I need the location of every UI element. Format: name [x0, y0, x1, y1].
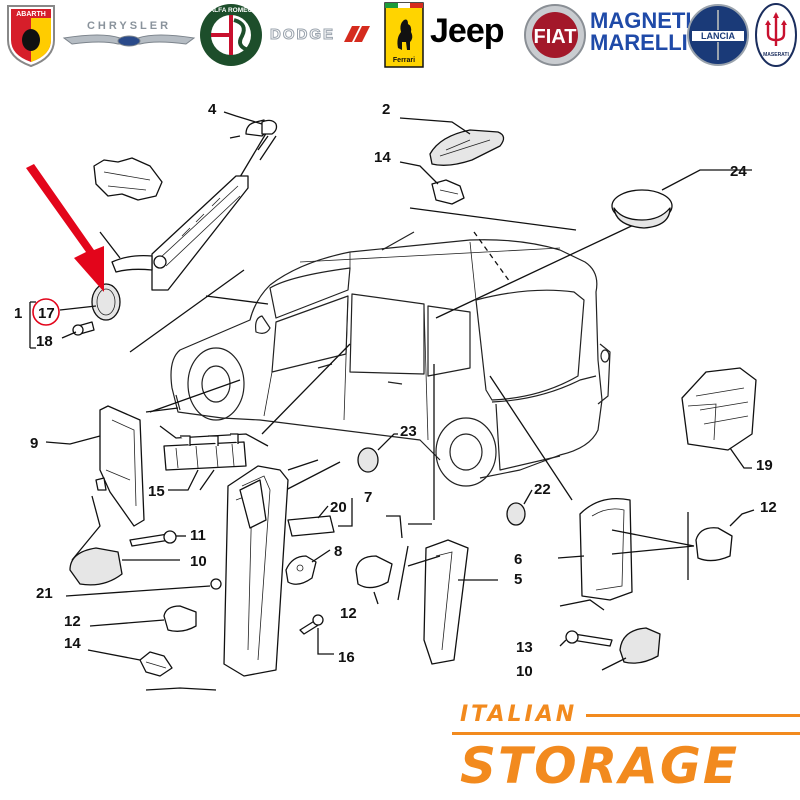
- part-13-screw-right: [559, 630, 613, 647]
- callout-5: 5: [514, 571, 522, 588]
- store-rule-top: [586, 714, 800, 717]
- callout-8: 8: [334, 543, 342, 560]
- part-24-round-plug: [611, 169, 752, 229]
- fiat-badge-icon: FIAT: [524, 4, 586, 66]
- maserati-trident-icon: MASERATI: [755, 3, 797, 67]
- part-19-bracket-housing: [681, 367, 757, 469]
- leader-lines: [71, 129, 689, 691]
- part-12-clip-center: [355, 555, 393, 605]
- callout-22: 22: [534, 481, 551, 498]
- part-23-grommet: [357, 433, 398, 473]
- car-body: [170, 231, 611, 487]
- part-8-plate: [285, 549, 331, 585]
- callout-numbers: 4 2 14 24 1 17 18 9 23 15 20 7 22 11 10 …: [14, 101, 777, 680]
- part-12-clip-left: [89, 605, 197, 632]
- callout-13: 13: [516, 639, 533, 656]
- callout-20: 20: [330, 499, 347, 516]
- callout-16: 16: [338, 649, 355, 666]
- fiat-label: FIAT: [534, 26, 577, 48]
- ferrari-label: Ferrari: [393, 57, 415, 64]
- callout-7: 7: [364, 489, 372, 506]
- magneti-marelli-wordmark-icon: MAGNETI MARELLI: [590, 8, 692, 55]
- part-11-screw-left: [129, 530, 186, 547]
- callout-12-left: 12: [64, 613, 81, 630]
- maserati-label: MASERATI: [763, 52, 789, 58]
- callout-4: 4: [208, 101, 217, 118]
- abarth-label: ABARTH: [16, 11, 46, 18]
- abarth-scorpion-icon: ABARTH: [7, 5, 55, 68]
- jeep-wordmark-icon: Jeep: [430, 12, 504, 50]
- part-b-pillar-long-trim: [223, 459, 319, 677]
- callout-14-bottom: 14: [64, 635, 81, 652]
- part-20-bracket: [287, 498, 353, 537]
- part-22-grommet: [506, 489, 533, 526]
- part-18-screw: [61, 321, 95, 339]
- dodge-label: DODGE: [270, 26, 335, 43]
- callout-24: 24: [730, 163, 747, 180]
- alfa-romeo-label: ALFA ROMEO: [209, 7, 252, 14]
- callout-9: 9: [30, 435, 38, 452]
- part-21-washer: [65, 578, 222, 597]
- callout-18: 18: [36, 333, 53, 350]
- store-rule-middle: [452, 732, 800, 735]
- callout-1: 1: [14, 305, 22, 322]
- part-2-courtesy-light: [399, 117, 505, 166]
- chrysler-wings-icon: CHRYSLER: [62, 20, 196, 47]
- part-12-clip-right: [695, 509, 755, 562]
- highlight-circle: [32, 298, 60, 326]
- callout-19: 19: [756, 457, 773, 474]
- callout-12-right: 12: [760, 499, 777, 516]
- store-name-line-1: ITALIAN: [460, 702, 578, 727]
- callout-23: 23: [400, 423, 417, 440]
- part-10-cover-right: [601, 627, 661, 671]
- italian-storage-logo: ITALIAN STORAGE: [448, 702, 800, 800]
- lancia-shield-icon: LANCIA: [687, 4, 749, 66]
- store-name-line-2: STORAGE: [460, 737, 740, 795]
- red-pointer-arrow: [26, 164, 104, 292]
- part-14-top-clip: [399, 161, 465, 205]
- alfa-romeo-badge-icon: ALFA ROMEO: [200, 4, 262, 66]
- callout-bracket-1: [29, 301, 36, 349]
- callout-12-center: 12: [340, 605, 357, 622]
- part-4-push-clip: [223, 111, 278, 161]
- part-10-cover-left: [69, 547, 180, 586]
- ferrari-horse-icon: Ferrari: [384, 2, 424, 68]
- callout-21: 21: [36, 585, 53, 602]
- callout-10-right: 10: [516, 663, 533, 680]
- part-14-bottom-clip: [87, 649, 173, 677]
- part-5-c-pillar-trim: [407, 539, 498, 665]
- part-a-pillar-trim: [93, 157, 249, 291]
- part-9-pillar-panel: [45, 405, 145, 527]
- callout-17: 17: [38, 305, 55, 322]
- callout-2: 2: [382, 101, 390, 118]
- brand-logo-strip: ABARTH CHRYSLER ALFA ROMEO DODGE Ferrari…: [0, 0, 800, 72]
- part-17-round-cap: [59, 283, 121, 321]
- callout-6: 6: [514, 551, 522, 568]
- part-6-d-pillar-trim: [557, 497, 695, 601]
- callout-11: 11: [190, 527, 206, 544]
- callout-15: 15: [148, 483, 165, 500]
- part-16-screw: [299, 614, 334, 655]
- part-15-clip-strip: [163, 433, 247, 491]
- callout-14-top: 14: [374, 149, 391, 166]
- lancia-label: LANCIA: [701, 31, 735, 41]
- chrysler-label: CHRYSLER: [87, 20, 171, 32]
- exploded-parts-diagram: 4 2 14 24 1 17 18 9 23 15 20 7 22 11 10 …: [14, 101, 777, 691]
- dodge-stripes-icon: DODGE: [270, 26, 370, 44]
- callout-10-left: 10: [190, 553, 207, 570]
